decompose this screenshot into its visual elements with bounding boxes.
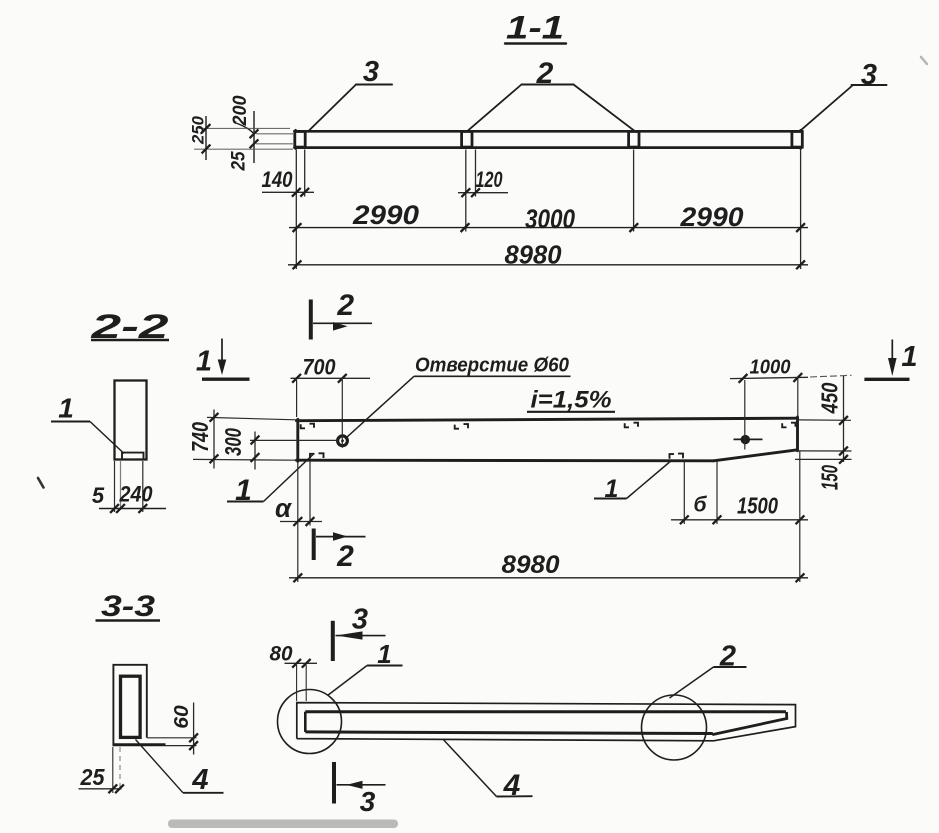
svg-text:α: α	[275, 493, 293, 523]
svg-text:1: 1	[605, 475, 619, 503]
svg-text:740: 740	[187, 422, 213, 452]
svg-text:80: 80	[270, 643, 293, 666]
svg-text:1-1: 1-1	[506, 10, 564, 46]
svg-text:б: б	[693, 494, 707, 517]
svg-text:3-3: 3-3	[101, 590, 155, 623]
svg-text:140: 140	[262, 167, 294, 192]
svg-text:1: 1	[377, 639, 391, 669]
svg-text:700: 700	[303, 355, 337, 380]
svg-text:250: 250	[189, 115, 208, 145]
svg-text:300: 300	[220, 428, 246, 456]
svg-text:4: 4	[191, 764, 208, 796]
svg-text:2990: 2990	[679, 202, 743, 232]
svg-text:3000: 3000	[525, 204, 575, 234]
svg-text:Отверстие Ø60: Отверстие Ø60	[415, 355, 569, 377]
svg-text:2: 2	[336, 540, 354, 573]
svg-text:1: 1	[58, 393, 74, 424]
svg-text:240: 240	[119, 482, 154, 507]
svg-text:2-2: 2-2	[90, 308, 169, 346]
svg-text:1: 1	[901, 341, 917, 373]
svg-text:2: 2	[719, 641, 736, 673]
svg-text:25: 25	[229, 151, 250, 171]
svg-text:25: 25	[80, 764, 106, 790]
svg-text:8980: 8980	[505, 240, 563, 270]
svg-text:1: 1	[235, 474, 252, 507]
svg-text:120: 120	[476, 167, 504, 192]
svg-text:3: 3	[363, 56, 379, 88]
svg-text:1000: 1000	[750, 357, 791, 379]
svg-text:450: 450	[817, 382, 843, 414]
svg-text:8980: 8980	[502, 551, 560, 579]
svg-text:3: 3	[352, 604, 368, 636]
svg-text:2: 2	[536, 57, 554, 90]
svg-text:2990: 2990	[352, 200, 419, 230]
svg-text:i=1,5%: i=1,5%	[531, 387, 612, 414]
svg-text:4: 4	[503, 769, 521, 802]
svg-text:150: 150	[817, 465, 843, 490]
svg-text:200: 200	[230, 95, 251, 126]
svg-text:3: 3	[360, 786, 376, 817]
svg-text:1: 1	[196, 346, 212, 378]
svg-text:5: 5	[92, 483, 105, 508]
svg-text:2: 2	[336, 289, 354, 322]
svg-text:3: 3	[861, 59, 877, 91]
svg-text:60: 60	[171, 705, 193, 729]
svg-text:1500: 1500	[737, 493, 778, 519]
